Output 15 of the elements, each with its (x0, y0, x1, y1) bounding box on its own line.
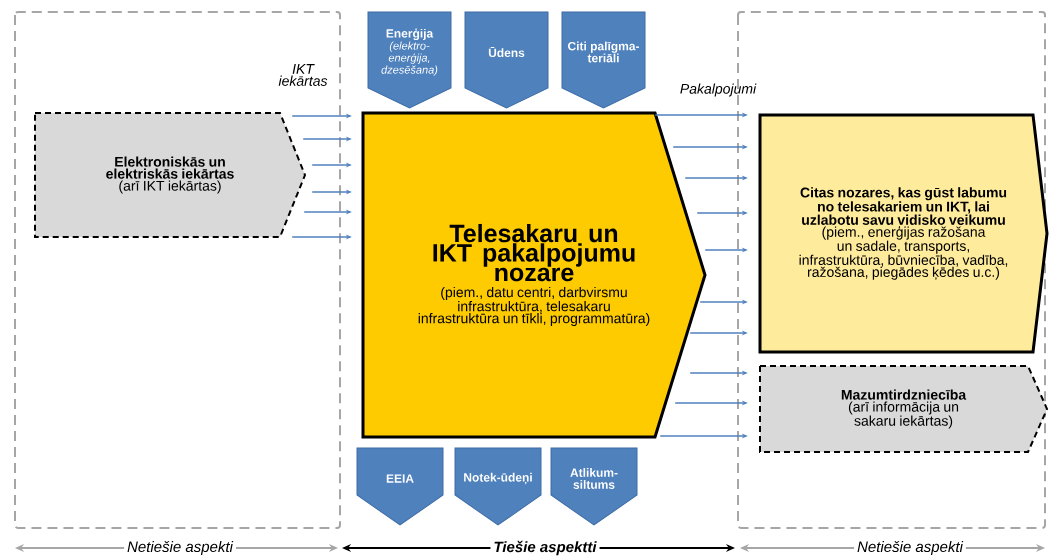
flow-label: IKT iekārtas (278, 64, 328, 86)
sector-box: Telesakaru un IKT pakalpojumu nozare (piem., datu centri, darbvirsmu infrastruktūra, telesakaru infrastruktūra un tīkli, programmatūra) (361, 111, 707, 439)
flow-label: Pakalpojumi (680, 83, 757, 97)
resource-box: Enerģija (elektro-enerģija, dzesēšana) (367, 11, 452, 109)
resource-box: EEIA (356, 447, 444, 526)
resource-box: Citi palīgma-teriāli (561, 11, 646, 109)
aspect-label: Netiešie aspekti (854, 538, 966, 558)
sector-box: Citas nozares, kas gūst labumu no telesakariem un IKT, lai uzlabotu savu vidisko veikumu (piem., enerģijas ražošana un sadale, transports, infrastruktūra, būvniecība, vadība, ražošana, piegādes ķēdes u.c.) (758, 113, 1049, 354)
resource-box: Notek-ūdeņi (454, 447, 542, 526)
resource-box: Atlikum-siltums (550, 447, 638, 526)
aspect-label: Tiešie aspektti (490, 537, 600, 559)
sector-box: Mazumtirdzniecība (arī informācija un sakaru iekārtas) (759, 365, 1049, 453)
aspect-label: Netiešie aspekti (124, 538, 236, 558)
resource-box: Ūdens (464, 11, 549, 109)
sector-box: Elektroniskās un elektriskās iekārtas (arī IKT iekārtas) (34, 112, 307, 238)
